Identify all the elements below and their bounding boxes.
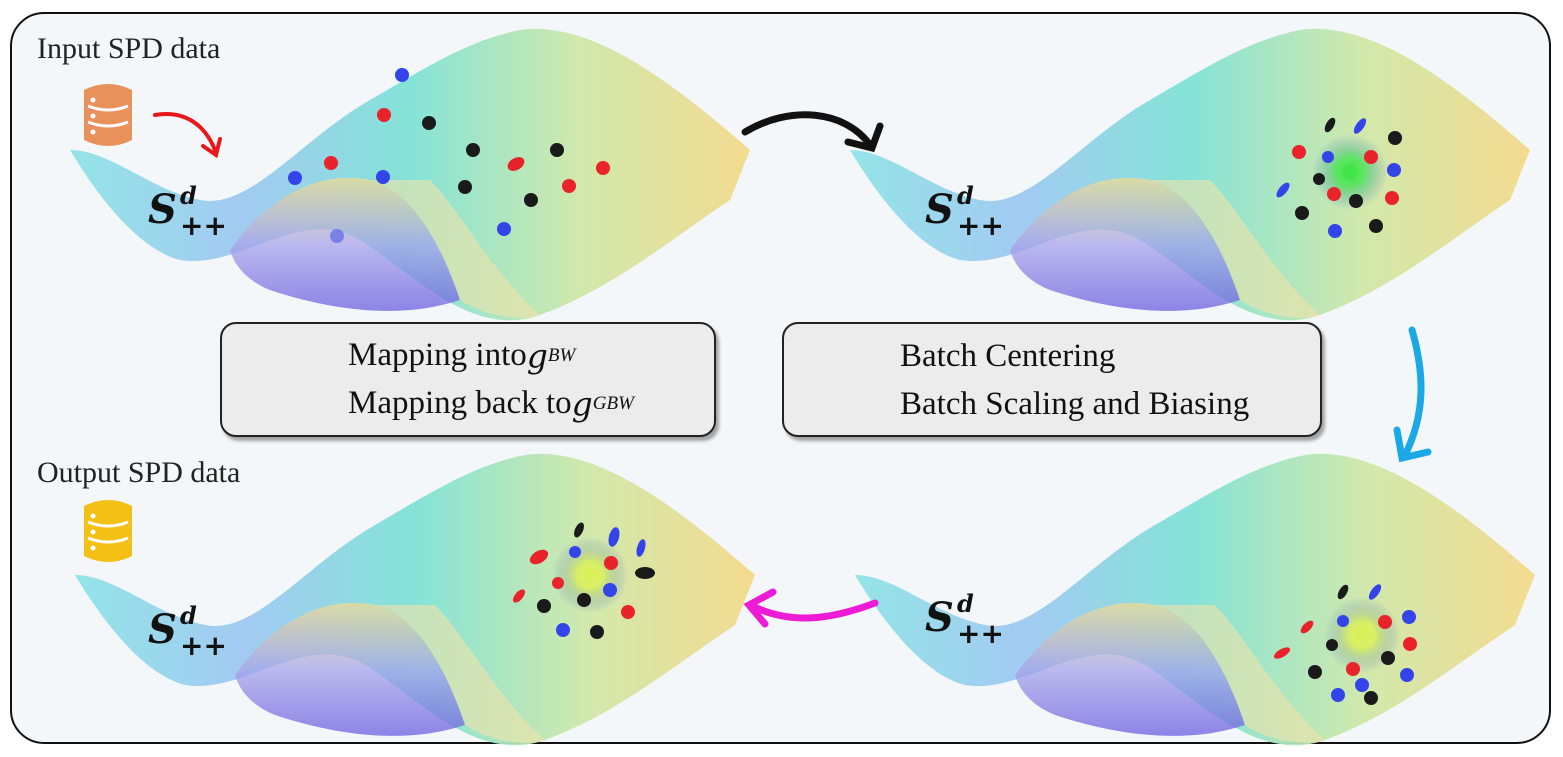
scaled-points <box>1273 584 1417 705</box>
centered-points <box>1276 117 1402 238</box>
legend-batch: Batch Centering Batch Scaling and Biasin… <box>782 322 1322 437</box>
mapping-into-arrow <box>153 112 217 152</box>
output-points <box>513 522 655 639</box>
manifold-surface-centered <box>850 28 1530 321</box>
input-points <box>288 68 610 243</box>
legend-item-batch-centering: Batch Centering <box>900 338 1116 374</box>
manifold-surface-output <box>75 453 755 746</box>
database-icon <box>84 84 132 146</box>
batch-centering-arrow <box>741 111 874 149</box>
legend-item-batch-scaling: Batch Scaling and Biasing <box>900 386 1250 422</box>
manifold-surface-input <box>70 28 750 321</box>
mapping-back-arrow <box>746 599 879 622</box>
output-caption: Output SPD data <box>37 456 241 489</box>
batch-scaling-arrow <box>1401 326 1425 459</box>
input-caption: Input SPD data <box>37 32 221 65</box>
database-icon <box>84 500 132 562</box>
